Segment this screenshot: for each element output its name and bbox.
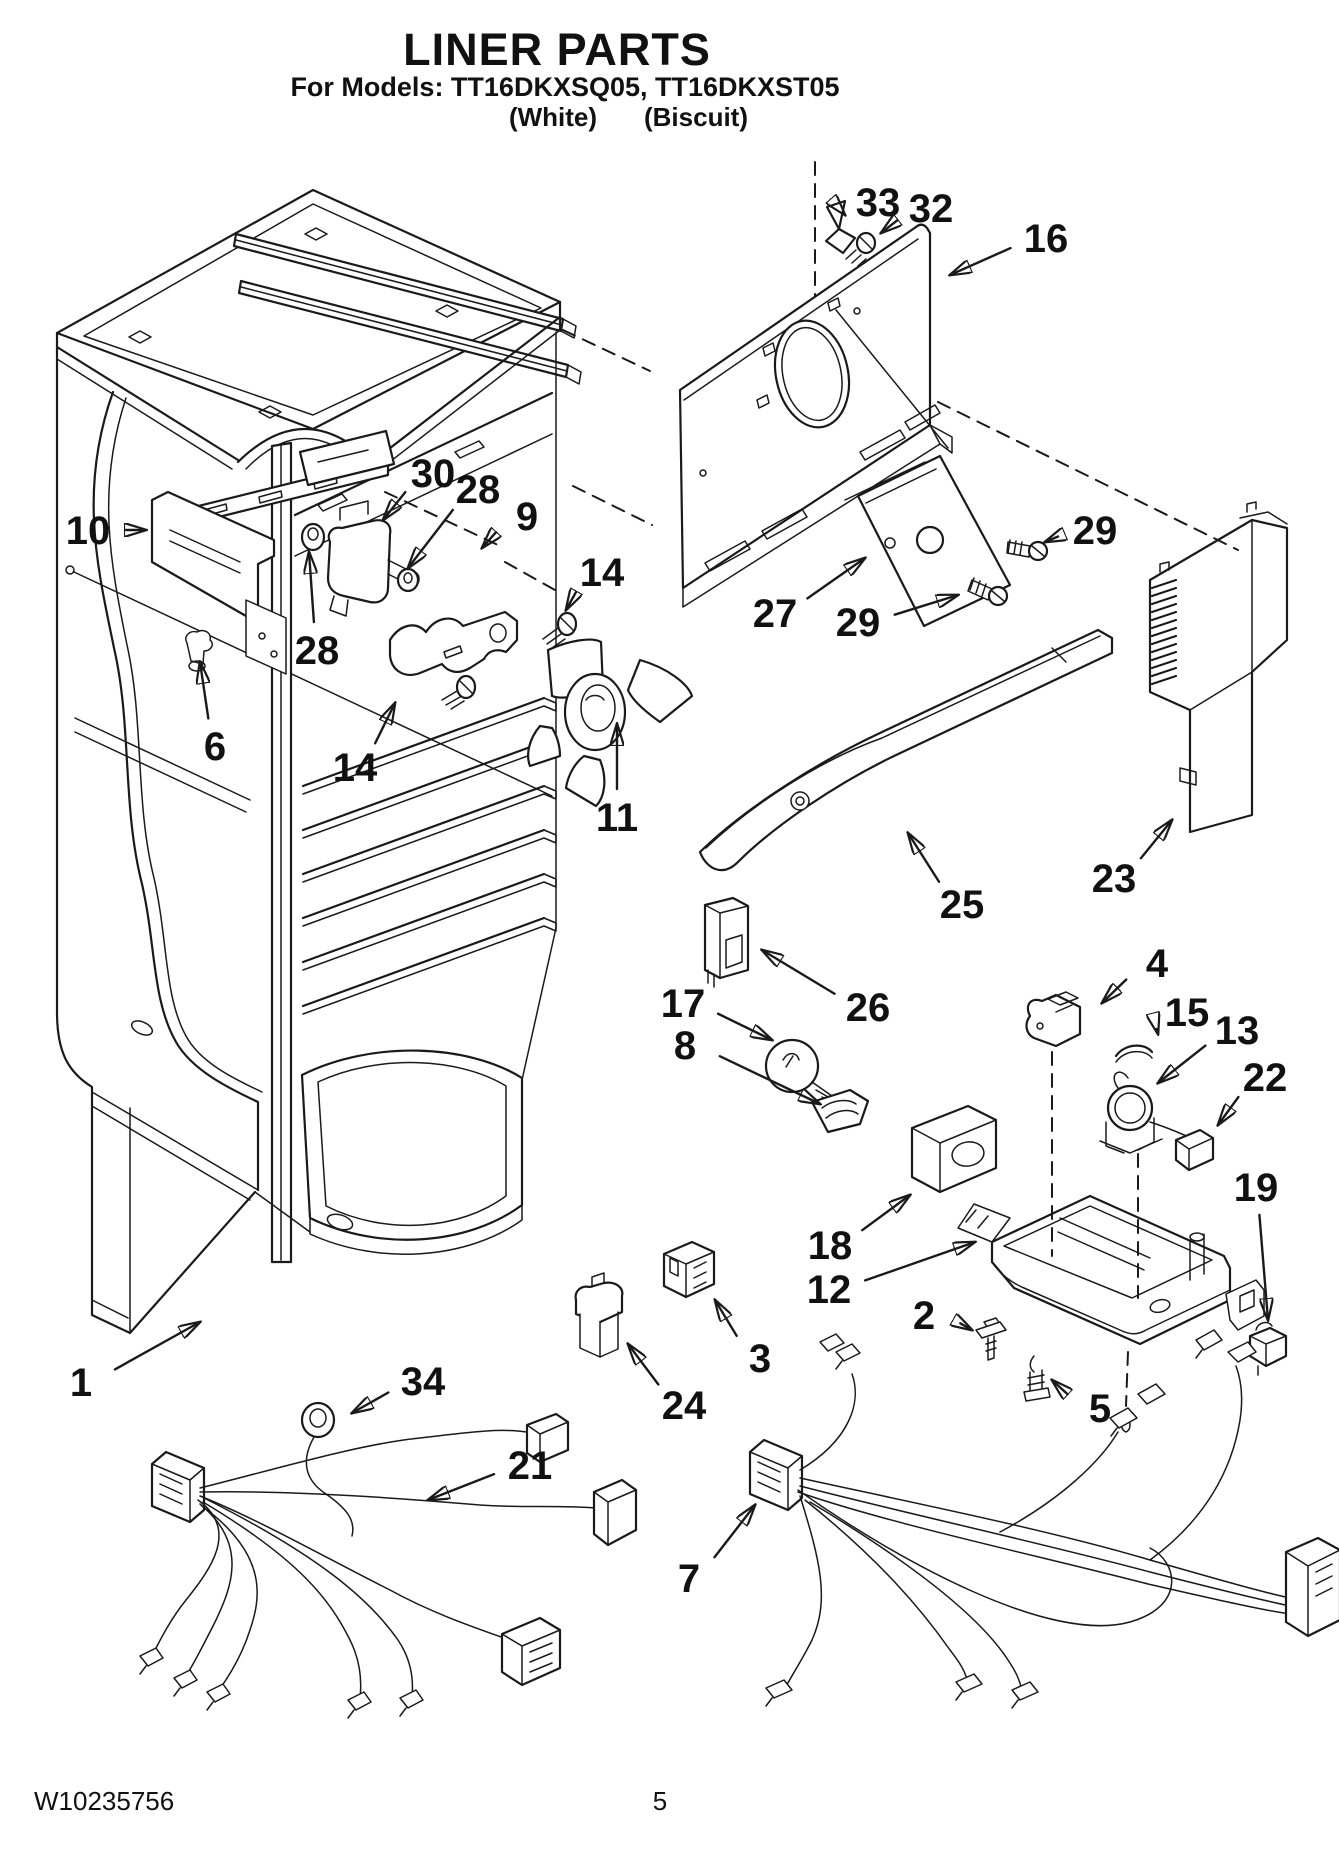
callout-29: 29 [836, 595, 958, 645]
svg-text:29: 29 [1073, 509, 1118, 553]
svg-text:12: 12 [807, 1268, 852, 1312]
svg-text:6: 6 [204, 725, 226, 769]
callout-6: 6 [200, 662, 226, 769]
callout-25: 25 [908, 833, 984, 927]
svg-text:15: 15 [1165, 991, 1210, 1035]
callout-24: 24 [628, 1344, 707, 1428]
svg-text:26: 26 [846, 986, 891, 1030]
control-parts-drawing [1025, 991, 1215, 1172]
wire-harness-right-drawing [748, 1329, 1339, 1709]
svg-text:5: 5 [1089, 1387, 1111, 1431]
fan-motor-assembly-drawing [150, 429, 578, 710]
document-number: W10235756 [34, 1786, 175, 1816]
models-line: For Models: TT16DKXSQ05, TT16DKXST05 [290, 72, 840, 102]
svg-text:13: 13 [1215, 1009, 1260, 1053]
vent-slats [1150, 578, 1178, 686]
svg-text:7: 7 [678, 1557, 700, 1601]
svg-text:11: 11 [596, 796, 638, 840]
callout-16: 16 [950, 217, 1068, 275]
callout-32: 32 [881, 187, 953, 233]
cabinet-liner-drawing [55, 188, 582, 1335]
callout-14: 14 [566, 551, 625, 610]
svg-text:33: 33 [856, 181, 901, 225]
callout-2: 2 [913, 1294, 972, 1338]
svg-text:3: 3 [749, 1337, 771, 1381]
svg-text:17: 17 [661, 982, 706, 1026]
svg-text:29: 29 [836, 601, 881, 645]
callout-12: 12 [807, 1242, 975, 1312]
callout-21: 21 [428, 1444, 552, 1500]
page-number: 5 [652, 1786, 668, 1816]
svg-text:1: 1 [70, 1361, 92, 1405]
svg-text:21: 21 [508, 1444, 553, 1488]
svg-text:25: 25 [940, 883, 985, 927]
callout-18: 18 [808, 1195, 910, 1268]
svg-text:23: 23 [1092, 857, 1137, 901]
shelf-slats [301, 696, 557, 1015]
callout-14: 14 [333, 703, 395, 790]
svg-text:28: 28 [456, 468, 501, 512]
small-panel-parts-drawing [824, 199, 1049, 628]
alignment-dashed-lines [384, 329, 1239, 1407]
callout-19: 19 [1234, 1166, 1279, 1320]
svg-text:9: 9 [516, 495, 538, 539]
svg-text:34: 34 [401, 1360, 446, 1404]
callout-23: 23 [1092, 820, 1172, 901]
callout-26: 26 [762, 950, 890, 1030]
callout-3: 3 [715, 1300, 771, 1381]
callout-7: 7 [678, 1505, 755, 1601]
wire-harness-left-drawing [139, 1401, 638, 1719]
callout-17: 17 [661, 982, 772, 1040]
callout-9: 9 [482, 495, 538, 548]
svg-text:2: 2 [913, 1294, 935, 1338]
svg-text:16: 16 [1024, 217, 1069, 261]
callout-29: 29 [1045, 509, 1117, 553]
callout-8: 8 [674, 1024, 820, 1104]
callout-11: 11 [596, 724, 638, 840]
callout-13: 13 [1158, 1009, 1259, 1083]
callout-34: 34 [352, 1360, 446, 1413]
svg-text:19: 19 [1234, 1166, 1279, 1210]
deli-cover-drawing [698, 628, 1114, 872]
callout-10: 10 [66, 509, 146, 553]
svg-text:4: 4 [1146, 942, 1169, 986]
callout-15: 15 [1157, 991, 1210, 1035]
svg-text:22: 22 [1243, 1056, 1288, 1100]
model-color-white: (White) [508, 102, 598, 132]
fan-blade-drawing [527, 638, 694, 808]
callout-22: 22 [1218, 1056, 1287, 1125]
model-color-biscuit: (Biscuit) [644, 102, 748, 132]
svg-text:32: 32 [909, 187, 954, 231]
callout-27: 27 [753, 558, 865, 636]
svg-text:24: 24 [662, 1384, 707, 1428]
svg-text:10: 10 [66, 509, 111, 553]
svg-text:28: 28 [295, 629, 340, 673]
lamp-parts-drawing [703, 896, 998, 1194]
svg-text:8: 8 [674, 1024, 696, 1068]
svg-text:14: 14 [580, 551, 625, 595]
callout-1: 1 [70, 1322, 200, 1405]
callout-5: 5 [1052, 1380, 1111, 1431]
callout-4: 4 [1102, 942, 1169, 1003]
callout-28: 28 [295, 552, 340, 673]
svg-text:14: 14 [333, 746, 378, 790]
svg-text:18: 18 [808, 1224, 853, 1268]
callout-33: 33 [843, 181, 901, 225]
air-tower-drawing [1148, 501, 1289, 834]
svg-text:27: 27 [753, 592, 798, 636]
page-title: LINER PARTS [403, 24, 711, 75]
svg-text:30: 30 [411, 452, 456, 496]
callout-30: 30 [383, 452, 455, 520]
callout-28: 28 [408, 468, 500, 568]
evaporator-cover-panel-drawing [678, 161, 953, 608]
